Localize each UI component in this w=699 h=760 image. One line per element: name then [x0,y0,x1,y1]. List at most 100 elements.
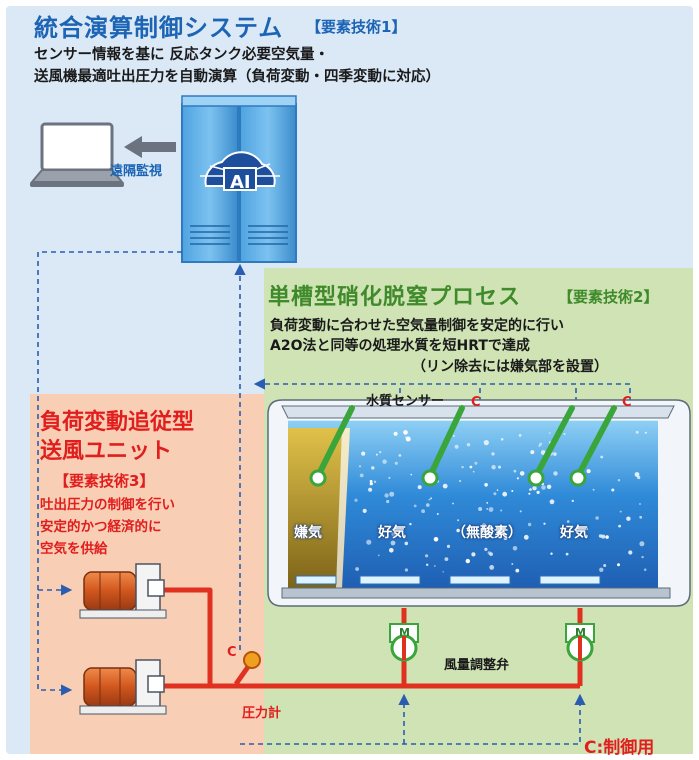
zone-label-anaerobic: 嫌気 [294,525,322,541]
zone-label-aerobic: 好気 [378,525,406,541]
bubble [532,486,537,491]
bubble [369,479,373,483]
motor-label: M [575,626,586,639]
control-marker: C [471,395,481,410]
bubble [359,465,361,468]
bubble [487,551,491,555]
zone-label-anoxic: （無酸素） [452,525,522,541]
bubble [393,531,398,536]
bubble [382,459,387,464]
bubble [617,479,621,482]
bubble [539,442,543,446]
bubble [471,552,476,557]
section2-title: 単槽型硝化脱窒プロセス [268,285,522,310]
bubble [548,432,551,434]
bubble [496,489,499,491]
bubble [605,535,609,539]
bubble [389,491,395,497]
bubble [566,520,570,523]
bubble [362,508,367,513]
motor-label: M [399,626,410,639]
bubble [603,564,607,567]
bubble [571,499,574,503]
bubble [511,563,514,565]
bubble [643,568,647,571]
bubble [523,534,529,540]
bubble [371,466,375,470]
bubble [434,565,436,567]
bubble [518,434,522,437]
bubble [377,554,380,557]
reaction-tank [267,399,691,607]
bubble [452,502,454,505]
bubble [626,516,631,521]
bubble [359,473,364,478]
bubble [444,557,449,561]
anaerobic-zone [288,428,350,588]
blower-unit-2 [79,659,167,715]
section1-tag: 【要素技術1】 [306,18,407,36]
bubble [454,444,459,449]
valve-label: 風量調整弁 [444,658,510,673]
bubble [384,493,389,498]
bubble [553,452,557,456]
bubble [361,451,366,456]
bubble [466,443,471,447]
bubble [512,546,518,551]
bubble [600,455,604,459]
bubble [478,507,483,511]
bubble [488,534,491,537]
pressure-gauge-label: 圧力計 [242,706,282,721]
bubble [527,522,532,527]
bubble [563,433,566,435]
bubble [618,524,621,528]
bubble [461,465,464,469]
bubble [390,540,396,546]
bubble [404,541,409,546]
diffusers [295,575,601,585]
bubble [592,488,595,491]
bubble [550,552,553,555]
section3-description: 吐出圧力の制御を行い 安定的かつ経済的に 空気を供給 [40,497,175,557]
section1-title: 統合演算制御システム [34,14,284,42]
bubble [500,438,504,441]
bubble [515,568,520,573]
remote-monitoring-label: 遠隔監視 [110,164,163,179]
bubble [426,563,429,566]
bubble [529,488,532,491]
water-volume [288,420,658,588]
section2-description: 負荷変動に合わせた空気量制御を安定的に行い A2O法と同等の処理水質を短HRTで… [270,318,564,354]
bubble [491,452,495,456]
bubble [425,554,429,558]
bubble [366,539,372,545]
bubble [369,482,373,486]
bubble [516,477,520,480]
bubble [456,528,461,533]
bubble [368,487,373,492]
bubble [601,534,606,539]
bubble [586,469,591,474]
bubble [519,510,522,513]
bubble [483,440,489,446]
bubble [421,509,425,514]
bubble [354,498,358,502]
bubble [503,536,508,540]
bubble [410,473,413,476]
bubble [469,465,473,469]
control-legend: C:制御用 [584,738,655,758]
bubble [530,450,535,455]
blower-unit-1 [79,563,167,619]
bubble [511,490,514,492]
bubble [491,465,496,470]
bubble [389,548,394,553]
bubble [428,498,431,501]
section3-tag: 【要素技術3】 [54,472,155,490]
bubble [639,515,643,519]
bubble [413,504,417,508]
bubble [436,513,439,515]
bubble [394,461,398,465]
bubble [442,483,448,489]
bubble [405,436,411,442]
control-signal-lines [37,251,631,745]
